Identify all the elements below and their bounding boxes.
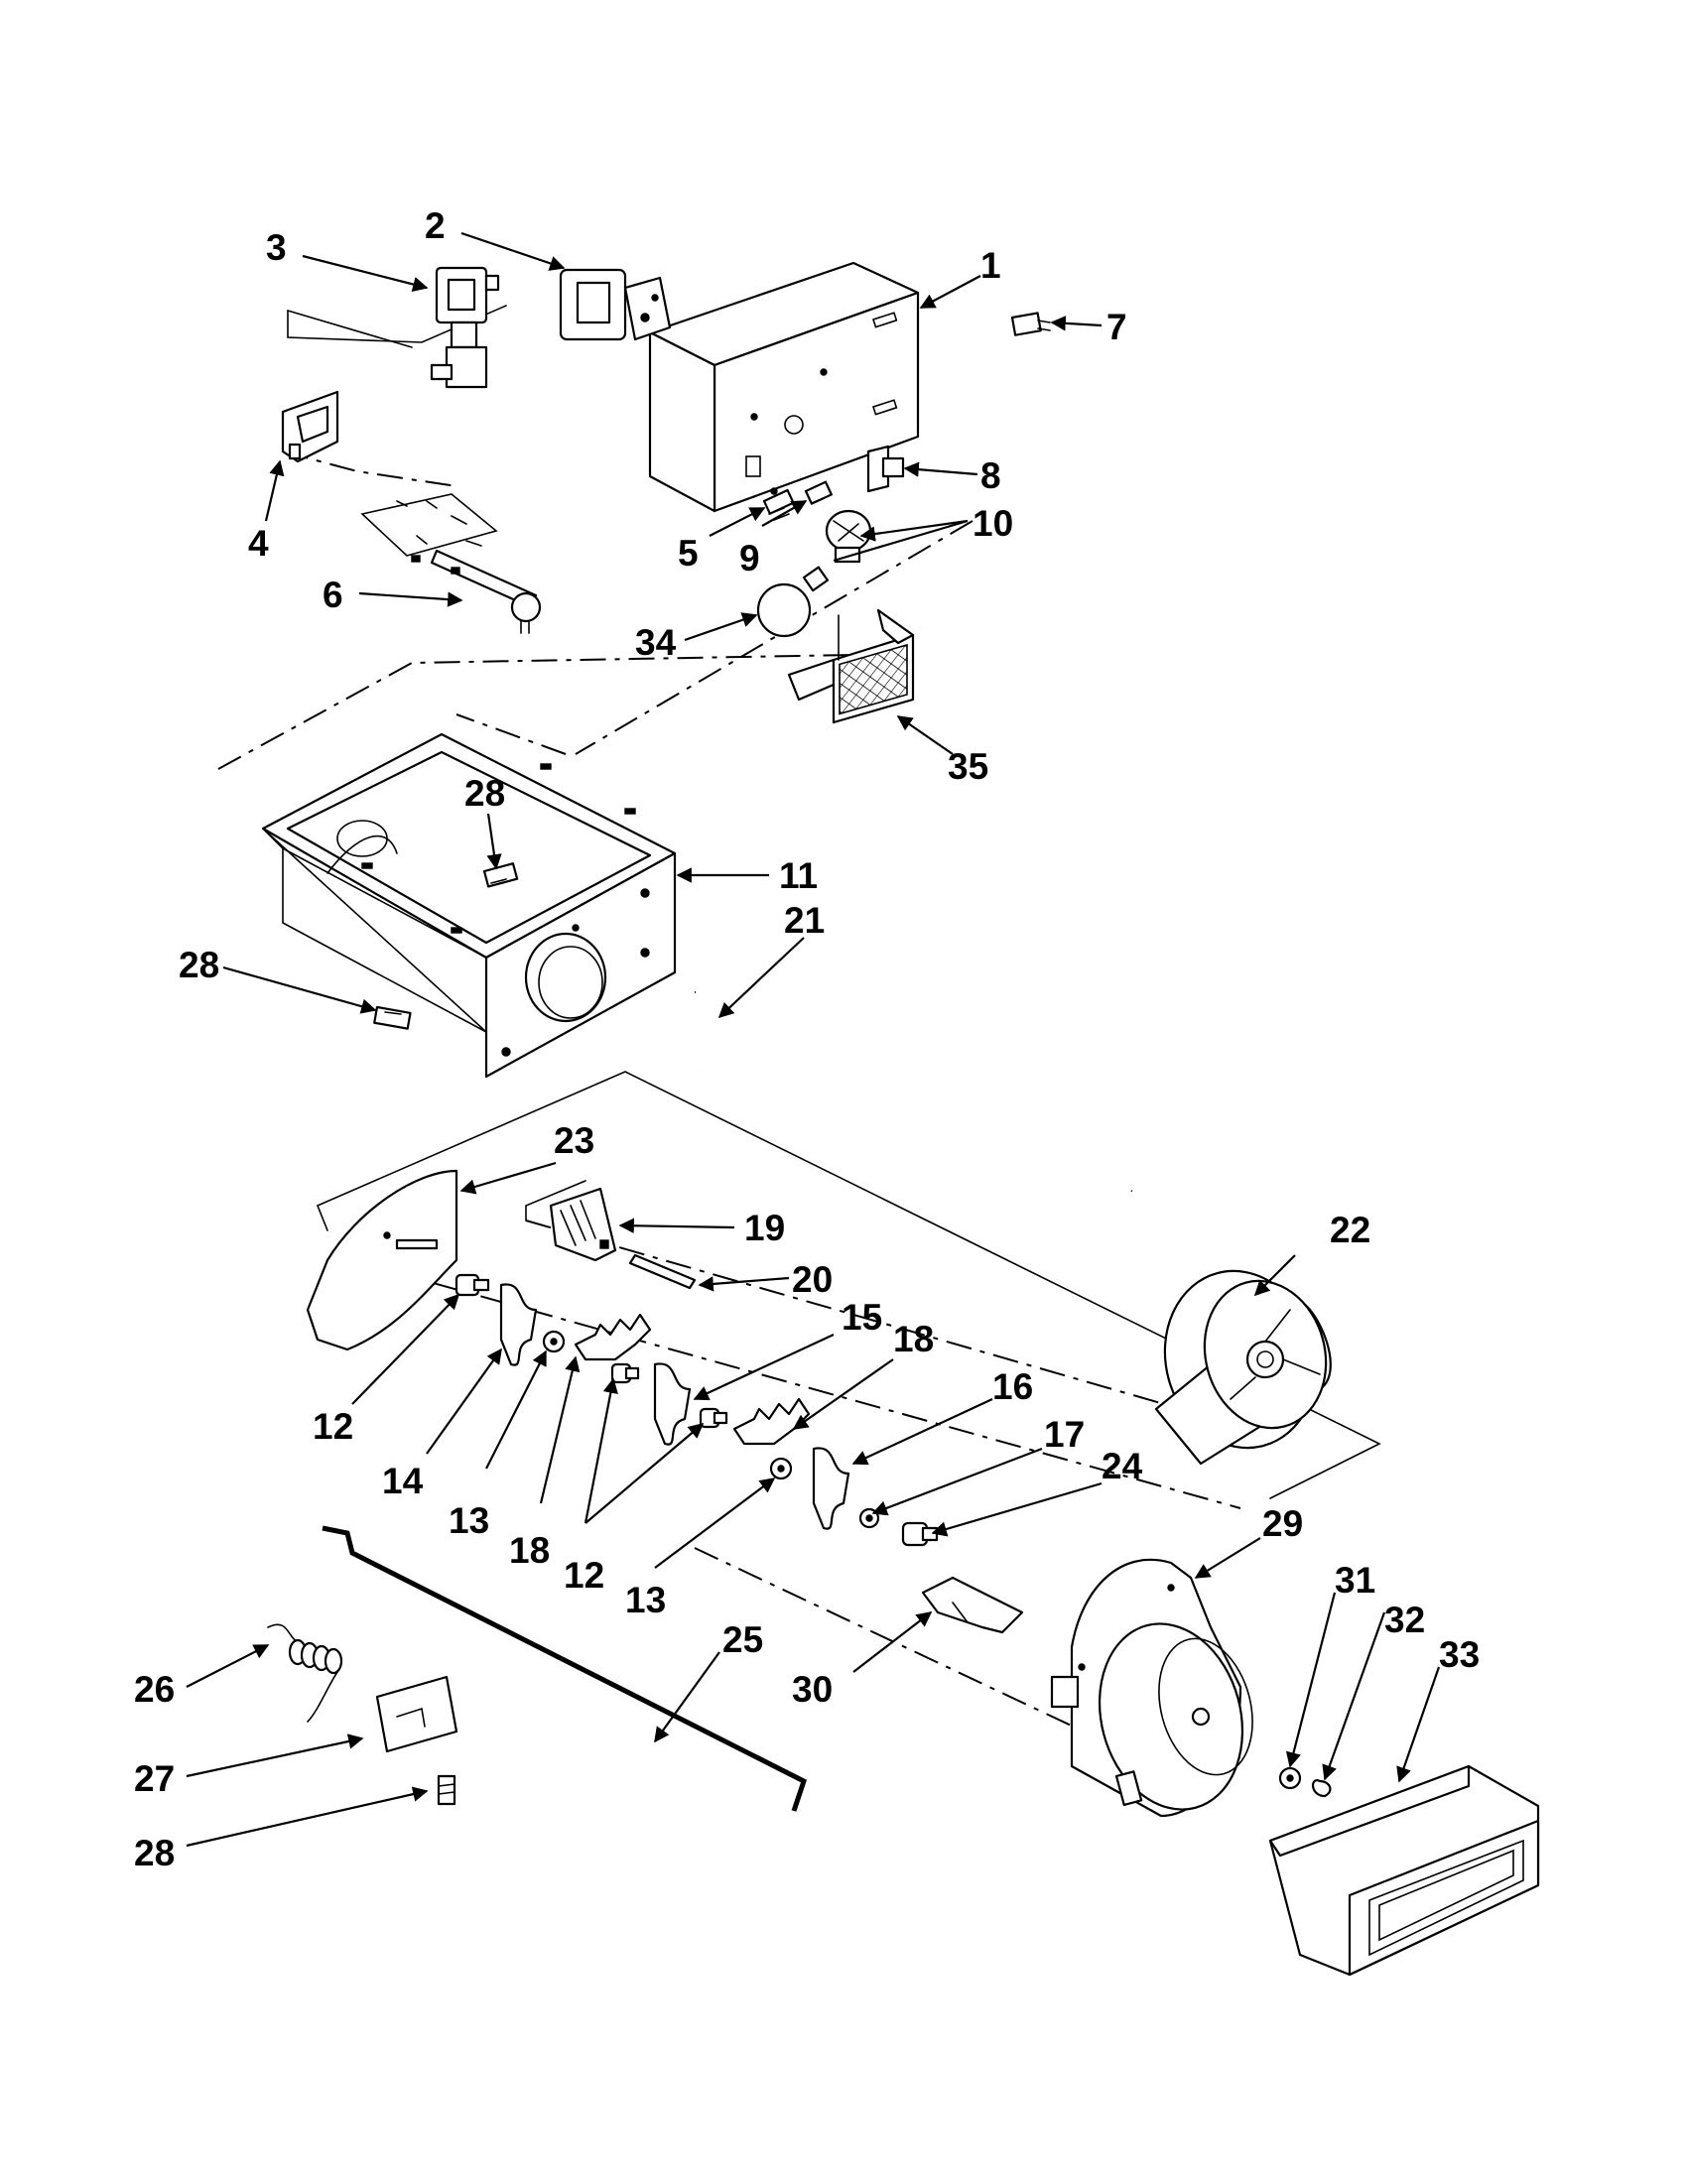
relay-part-2 bbox=[559, 268, 672, 341]
callout-27: 27 bbox=[134, 1758, 175, 1799]
screw-part-9 bbox=[804, 480, 833, 505]
callout-19: 19 bbox=[744, 1208, 785, 1248]
spring-part-26 bbox=[267, 1623, 343, 1723]
callout-28-lower: 28 bbox=[134, 1833, 175, 1873]
callout-6: 6 bbox=[323, 575, 343, 615]
drum-part-22 bbox=[1154, 1269, 1332, 1466]
callout-21: 21 bbox=[784, 900, 825, 941]
control-box-part-1 bbox=[648, 261, 920, 513]
cutter-part-16 bbox=[812, 1447, 850, 1530]
callout-12-left: 12 bbox=[313, 1406, 353, 1447]
light-bulb-part-34 bbox=[756, 566, 830, 638]
callout-11: 11 bbox=[779, 855, 818, 896]
callout-22: 22 bbox=[1330, 1210, 1370, 1250]
screw-part-28-left bbox=[373, 1005, 412, 1030]
rod-part-25 bbox=[322, 1525, 808, 1812]
cam-part-30 bbox=[921, 1576, 1024, 1634]
callout-12-middle: 12 bbox=[564, 1555, 604, 1596]
bushing-part-12-a bbox=[454, 1273, 490, 1297]
bracket-part-4 bbox=[281, 390, 339, 463]
callout-8: 8 bbox=[980, 455, 1001, 496]
callout-33: 33 bbox=[1439, 1634, 1480, 1675]
callout-16: 16 bbox=[992, 1366, 1033, 1407]
clip-part-32 bbox=[1312, 1779, 1332, 1798]
blade-part-18-b bbox=[732, 1397, 811, 1446]
auger-housing-part-11 bbox=[261, 732, 677, 1079]
callout-7: 7 bbox=[1106, 307, 1127, 347]
cutter-part-14 bbox=[499, 1283, 538, 1366]
plate-part-23 bbox=[306, 1169, 458, 1351]
screw-part-5 bbox=[762, 488, 795, 521]
callout-1: 1 bbox=[980, 245, 1001, 286]
bushing-part-12-c bbox=[699, 1407, 728, 1429]
motor-part-29 bbox=[1050, 1558, 1253, 1818]
callout-25: 25 bbox=[722, 1619, 763, 1660]
callout-4: 4 bbox=[248, 523, 269, 564]
callout-23: 23 bbox=[554, 1120, 594, 1161]
callout-5: 5 bbox=[678, 533, 699, 574]
bushing-part-12-b bbox=[610, 1362, 640, 1384]
callout-30: 30 bbox=[792, 1669, 833, 1710]
callout-17: 17 bbox=[1044, 1414, 1085, 1455]
bracket-part-27 bbox=[375, 1675, 458, 1753]
callout-3: 3 bbox=[266, 227, 287, 268]
callout-18-right: 18 bbox=[893, 1319, 934, 1359]
callout-35: 35 bbox=[948, 746, 988, 787]
callout-10: 10 bbox=[973, 503, 1013, 544]
callout-34: 34 bbox=[635, 622, 677, 663]
solenoid-part-3 bbox=[430, 266, 500, 389]
callout-29: 29 bbox=[1262, 1503, 1303, 1544]
callout-9: 9 bbox=[739, 538, 760, 578]
screw-part-7 bbox=[1010, 312, 1051, 336]
lamp-socket-part-10 bbox=[825, 509, 872, 564]
washer-part-13-b bbox=[769, 1457, 793, 1480]
shaft-part-20 bbox=[628, 1253, 697, 1290]
callout-labels: 1 2 3 4 5 6 7 8 9 10 34 35 28 11 28 21 2… bbox=[134, 205, 1480, 1873]
bearing-part-24 bbox=[901, 1521, 939, 1547]
callout-13-right: 13 bbox=[625, 1580, 666, 1620]
crusher-blade-part-19 bbox=[549, 1187, 617, 1262]
callout-15: 15 bbox=[842, 1297, 882, 1338]
callout-26: 26 bbox=[134, 1669, 175, 1710]
callout-31: 31 bbox=[1335, 1560, 1375, 1601]
blade-part-18-a bbox=[574, 1313, 652, 1361]
callout-14: 14 bbox=[382, 1461, 424, 1501]
callout-2: 2 bbox=[425, 205, 446, 246]
cover-part-33 bbox=[1268, 1764, 1540, 1977]
callout-28-upper: 28 bbox=[464, 773, 505, 814]
cutter-part-15 bbox=[653, 1362, 692, 1446]
switch-bracket-part-8 bbox=[866, 445, 905, 493]
callout-28-left: 28 bbox=[179, 945, 219, 985]
callout-24: 24 bbox=[1102, 1446, 1143, 1486]
leader-lines bbox=[186, 231, 1441, 1848]
washer-part-13-a bbox=[542, 1330, 566, 1353]
callout-13-left: 13 bbox=[449, 1500, 489, 1541]
callout-32: 32 bbox=[1384, 1600, 1425, 1640]
light-shield-part-35 bbox=[787, 608, 915, 724]
screw-part-28-lower bbox=[437, 1774, 456, 1806]
callout-18-left: 18 bbox=[509, 1530, 550, 1571]
washer-part-31 bbox=[1278, 1766, 1302, 1790]
switch-assembly-part-6 bbox=[360, 493, 542, 634]
callout-20: 20 bbox=[792, 1259, 833, 1300]
auger-part-21 bbox=[659, 990, 1133, 1193]
